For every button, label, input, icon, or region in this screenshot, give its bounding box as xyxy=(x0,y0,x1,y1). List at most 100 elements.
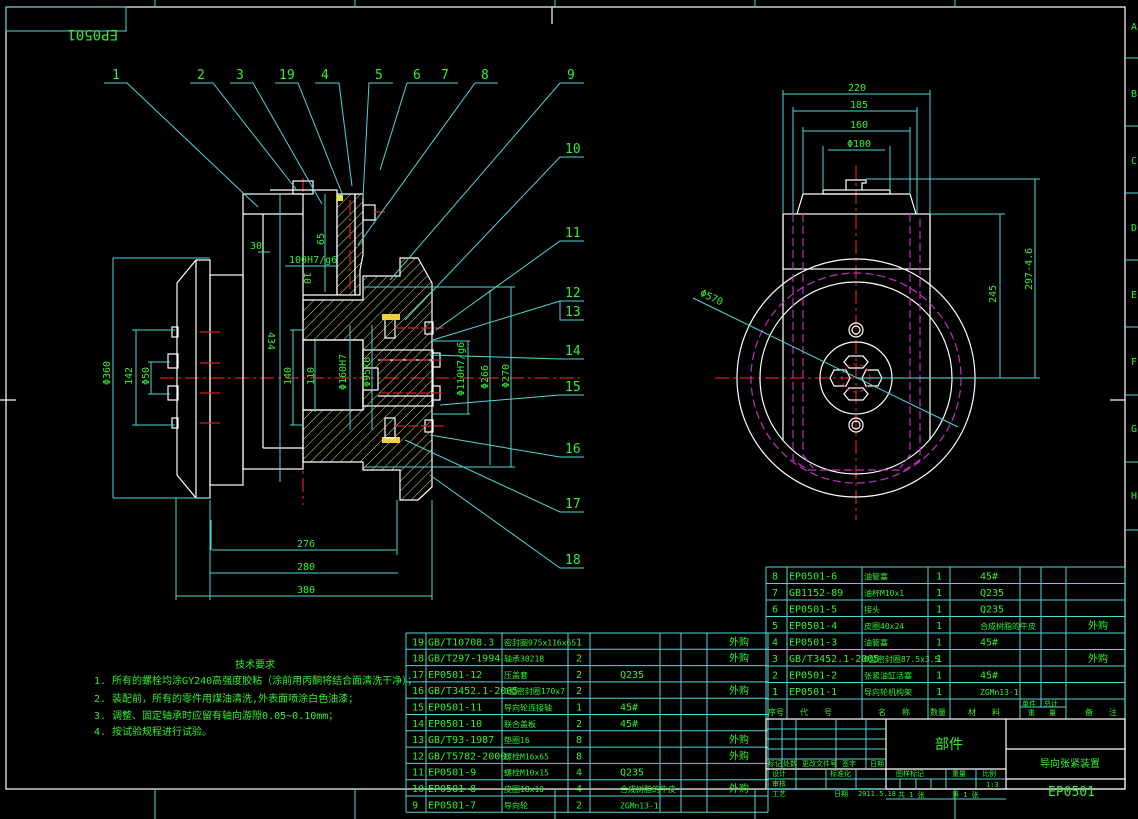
tb-date2: 日期 xyxy=(834,790,848,798)
bom-cell-qty: 2 xyxy=(576,719,582,730)
bom-cell-qty: 1 xyxy=(576,637,582,648)
mirrored-code: EP0501 xyxy=(67,26,118,42)
bom-cell-code: GB/T93-1987 xyxy=(428,735,494,746)
bom-cell-no: 2 xyxy=(772,671,778,682)
bom-cell-material: Q235 xyxy=(980,605,1004,616)
bom-cell-qty: 1 xyxy=(936,638,942,649)
bom-cell-code: GB/T297-1994 xyxy=(428,654,500,665)
bom-header-weight: 重 量 xyxy=(1028,709,1056,717)
bom-header: 序号代 号名 称数量材 料备 注单件总计重 量 xyxy=(765,699,1126,720)
balloon-4: 4 xyxy=(321,68,329,83)
bom-cell-no: 15 xyxy=(412,703,424,714)
bom-cell-material: 合成树脂的牛皮 xyxy=(980,621,1036,631)
bom-cell-name: 皮圈18x10 xyxy=(504,784,544,794)
bom-header-no: 序号 xyxy=(768,707,784,717)
balloon-13: 13 xyxy=(565,305,581,320)
tech-item-3: 3. 调整、固定轴承时应留有轴向游隙0.05~0.10mm； xyxy=(94,709,338,722)
bom-cell-name: 垫圈16 xyxy=(504,735,530,745)
bom-cell-remark: 外购 xyxy=(729,684,749,697)
dim-270: Φ270 xyxy=(501,364,512,388)
tb-design: 设计 xyxy=(772,769,786,778)
bom-cell-qty: 1 xyxy=(936,605,942,616)
dim-95k6: Φ95k6 xyxy=(362,357,373,387)
balloon-15: 15 xyxy=(565,380,581,395)
bom-cell-remark: 外购 xyxy=(729,733,749,746)
tech-item-4: 4. 按试验规程进行试验。 xyxy=(94,725,212,738)
dim-140: 140 xyxy=(283,367,294,385)
tb-part-type: 部件 xyxy=(935,737,963,753)
balloon-3: 3 xyxy=(236,68,244,83)
bom-cell-remark: 外购 xyxy=(729,635,749,648)
dim-380: 380 xyxy=(297,585,315,596)
bom-cell-no: 1 xyxy=(772,687,778,698)
bom-cell-qty: 1 xyxy=(936,671,942,682)
bom-header-code: 代 号 xyxy=(800,707,832,717)
bom-cell-material: Q235 xyxy=(620,670,644,681)
bom-cell-qty: 2 xyxy=(576,670,582,681)
bom-cell-name: 油管塞 xyxy=(864,638,888,648)
bom-cell-remark: 外购 xyxy=(729,782,749,795)
dim-276: 276 xyxy=(297,539,315,550)
bom-cell-qty: 1 xyxy=(936,588,942,599)
bom-cell-qty: 2 xyxy=(576,686,582,697)
bom-cell-name: 皮圈40x24 xyxy=(864,621,904,631)
bom-cell-code: EP0501-3 xyxy=(789,638,837,649)
tb-drawing-no: EP0501 xyxy=(1048,785,1095,800)
bom-header-total: 总计 xyxy=(1044,699,1058,708)
tb-review: 审核 xyxy=(772,779,786,788)
balloon-12: 12 xyxy=(565,286,581,301)
balloon-14: 14 xyxy=(565,344,581,359)
bom-cell-no: 7 xyxy=(772,588,778,599)
bom-cell-qty: 1 xyxy=(936,572,942,583)
balloon-5: 5 xyxy=(375,68,383,83)
zone-letter: D xyxy=(1131,223,1137,234)
dim-fit100: 100H7/g6 xyxy=(289,255,337,266)
mirrored-code-box: EP0501 xyxy=(5,6,127,42)
dim-65: 65 xyxy=(316,233,327,245)
bom-cell-name: 张紧油缸活塞 xyxy=(864,671,912,681)
tech-item-2: 2. 装配前，所有的零件用煤油清洗,外表面喷涂白色油漆； xyxy=(94,692,358,705)
bom-cell-no: 6 xyxy=(772,605,778,616)
bom-cell-code: GB/T10708.3 xyxy=(428,637,494,648)
bom-cell-no: 13 xyxy=(412,735,424,746)
bom-cell-code: GB/T5782-2000 xyxy=(428,751,506,762)
tb-scale-value: 1:3 xyxy=(986,781,999,789)
front-section-view xyxy=(104,82,584,600)
bom-cell-name: O型密封圈87.5x3.5 xyxy=(864,654,940,664)
zone-letter: C xyxy=(1131,156,1137,167)
dim-30: 30 xyxy=(250,241,262,252)
dim-280: 280 xyxy=(297,562,315,573)
bom-cell-name: 导向轮连接轴 xyxy=(504,703,552,713)
bom-cell-material: 45# xyxy=(980,572,998,583)
bom-cell-no: 5 xyxy=(772,621,778,632)
tb-mark: 标记 xyxy=(768,759,782,768)
bom-cell-name: 导向轮 xyxy=(504,800,528,810)
bom-cell-name: 油杯M10x1 xyxy=(864,588,904,598)
bom-cell-no: 9 xyxy=(412,800,418,811)
bom-cell-remark: 外购 xyxy=(1088,652,1108,665)
bom-cell-qty: 4 xyxy=(576,784,582,795)
bom-cell-qty: 1 xyxy=(576,703,582,714)
dim-297: 297-4.6 xyxy=(1024,248,1035,290)
title-block: 标记 处数 更改文件号 签字 日期 设计 标准化 审核 工艺 日期 2011.5… xyxy=(765,718,1126,800)
balloon-17: 17 xyxy=(565,497,581,512)
balloon-18: 18 xyxy=(565,553,581,568)
bom-cell-material: Q235 xyxy=(980,588,1004,599)
balloon-11: 11 xyxy=(565,226,581,241)
zone-letter: H xyxy=(1131,491,1137,502)
tb-change-doc: 更改文件号 xyxy=(802,759,837,768)
tb-count: 处数 xyxy=(783,759,797,768)
